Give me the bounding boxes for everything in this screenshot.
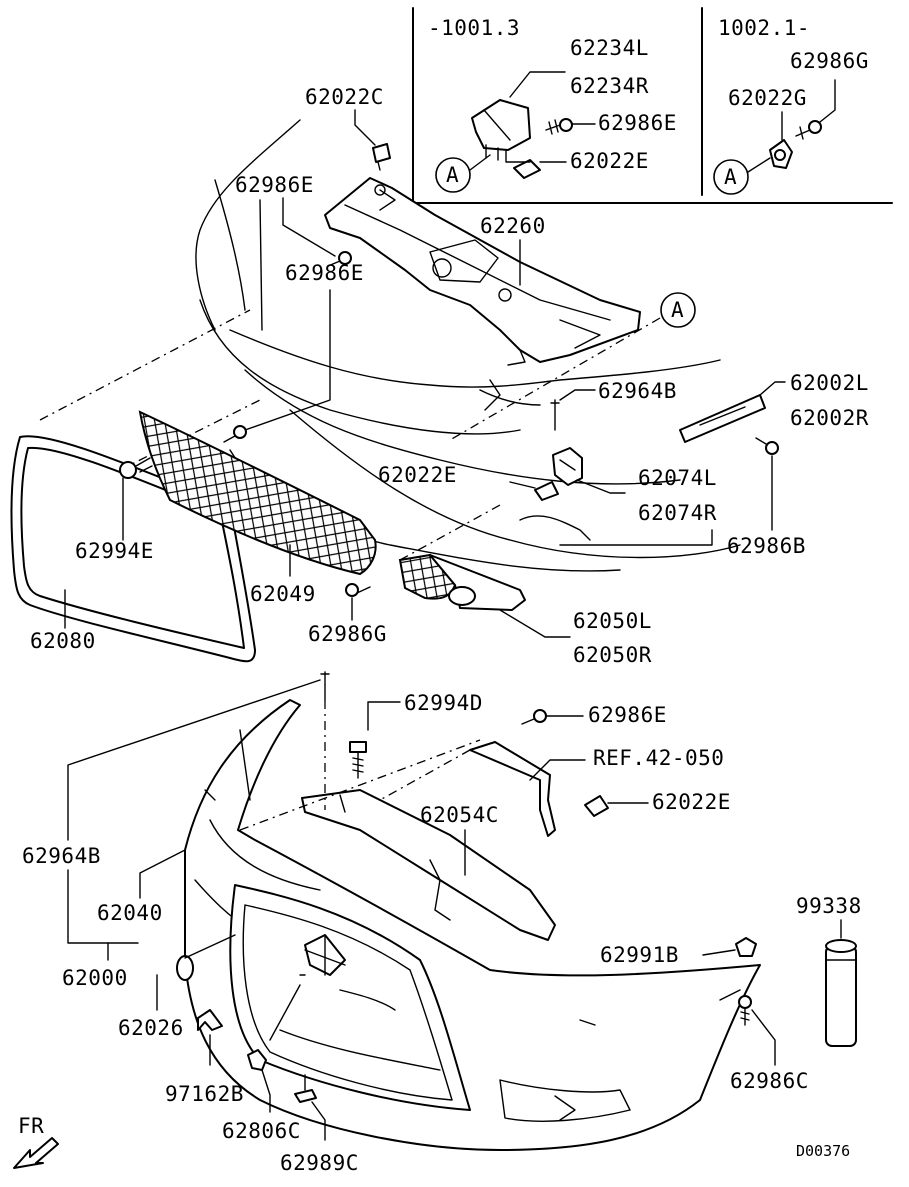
clip-62994E bbox=[119, 457, 153, 479]
ref-A-circle bbox=[660, 292, 696, 328]
clip-62989C bbox=[294, 1089, 317, 1103]
label-62964B-right: 62964B bbox=[598, 379, 677, 403]
label-62050R: 62050R bbox=[573, 643, 652, 667]
label-62986E-mid: 62986E bbox=[285, 261, 364, 285]
screw-62986E-top bbox=[327, 251, 352, 267]
nut-62991B bbox=[735, 937, 757, 957]
inset-62022E: 62022E bbox=[570, 149, 649, 173]
inset-bracket-62234 bbox=[471, 99, 531, 161]
label-62049: 62049 bbox=[250, 582, 316, 606]
label-62986B: 62986B bbox=[727, 534, 806, 558]
bracket-62074 bbox=[552, 447, 583, 486]
label-62002R: 62002R bbox=[790, 406, 869, 430]
bracket-62002 bbox=[679, 394, 766, 443]
fog-cover-62050 bbox=[398, 553, 526, 611]
inset-62986E: 62986E bbox=[598, 111, 677, 135]
clip-62022E-low bbox=[584, 795, 609, 817]
cap-62026 bbox=[176, 955, 194, 981]
diagram-code: D00376 bbox=[796, 1142, 850, 1160]
inset-clip-62022G bbox=[769, 139, 793, 169]
label-97162B: 97162B bbox=[165, 1082, 244, 1106]
label-ref-42-050: REF.42-050 bbox=[593, 746, 724, 770]
inset-left-ref: A bbox=[446, 163, 459, 187]
inset-62986G: 62986G bbox=[790, 49, 869, 73]
front-direction-arrow-icon bbox=[13, 1137, 59, 1169]
label-62991B: 62991B bbox=[600, 943, 679, 967]
label-62986E-top: 62986E bbox=[235, 173, 314, 197]
label-62000: 62000 bbox=[62, 966, 128, 990]
clip-97162B bbox=[197, 1009, 223, 1031]
label-62964B-left: 62964B bbox=[22, 844, 101, 868]
label-62054C: 62054C bbox=[420, 803, 499, 827]
pin-62964B-left bbox=[320, 671, 330, 701]
tube-99338 bbox=[825, 939, 857, 1047]
inset-frame bbox=[412, 7, 893, 204]
label-62002L: 62002L bbox=[790, 371, 869, 395]
label-62040: 62040 bbox=[97, 901, 163, 925]
inset-screw-62986G bbox=[795, 120, 822, 140]
inset-62234R: 62234R bbox=[570, 74, 649, 98]
label-62050L: 62050L bbox=[573, 609, 652, 633]
label-62022E-low: 62022E bbox=[652, 790, 731, 814]
label-62022C: 62022C bbox=[305, 85, 384, 109]
clip-62022E-mid bbox=[534, 481, 559, 501]
inset-62022G: 62022G bbox=[728, 86, 807, 110]
screw-62986E-low bbox=[521, 709, 547, 725]
inset-62234L: 62234L bbox=[570, 36, 649, 60]
clip-62022C bbox=[372, 143, 391, 171]
screw-62986C bbox=[738, 995, 752, 1026]
bolt-62994D bbox=[349, 741, 367, 779]
label-62994D: 62994D bbox=[404, 691, 483, 715]
label-62989C: 62989C bbox=[280, 1151, 359, 1175]
inset-screw-62986E bbox=[545, 118, 573, 135]
label-62986C: 62986C bbox=[730, 1069, 809, 1093]
ref-A: A bbox=[671, 298, 684, 322]
label-62260: 62260 bbox=[480, 214, 546, 238]
inset-left-range: -1001.3 bbox=[428, 16, 520, 40]
label-99338: 99338 bbox=[796, 894, 862, 918]
clip-62806C bbox=[247, 1049, 267, 1071]
label-62986G: 62986G bbox=[308, 622, 387, 646]
bumper-grille-opening bbox=[229, 884, 471, 1111]
reinforcement-62054C bbox=[301, 789, 556, 941]
bracket-ref-42-050 bbox=[469, 741, 556, 837]
screw-62986G bbox=[345, 583, 371, 597]
label-62994E: 62994E bbox=[75, 539, 154, 563]
label-62074L: 62074L bbox=[638, 466, 717, 490]
inset-right-range: 1002.1- bbox=[718, 16, 810, 40]
inset-left-ref-circle bbox=[435, 157, 471, 193]
label-62074R: 62074R bbox=[638, 501, 717, 525]
label-62022E-mid: 62022E bbox=[378, 463, 457, 487]
label-62806C: 62806C bbox=[222, 1119, 301, 1143]
screw-62986E-mid bbox=[223, 425, 247, 443]
inset-right-ref: A bbox=[724, 165, 737, 189]
label-62080: 62080 bbox=[30, 629, 96, 653]
label-62026: 62026 bbox=[118, 1016, 184, 1040]
label-62986E-low: 62986E bbox=[588, 703, 667, 727]
grille-mesh-62049 bbox=[138, 410, 377, 576]
direction-label: FR bbox=[18, 1114, 44, 1138]
screw-62986B bbox=[755, 437, 779, 455]
inset-right-ref-circle bbox=[713, 159, 749, 195]
pin-62964B-right bbox=[550, 399, 560, 431]
radiator-support-62260 bbox=[324, 177, 641, 366]
